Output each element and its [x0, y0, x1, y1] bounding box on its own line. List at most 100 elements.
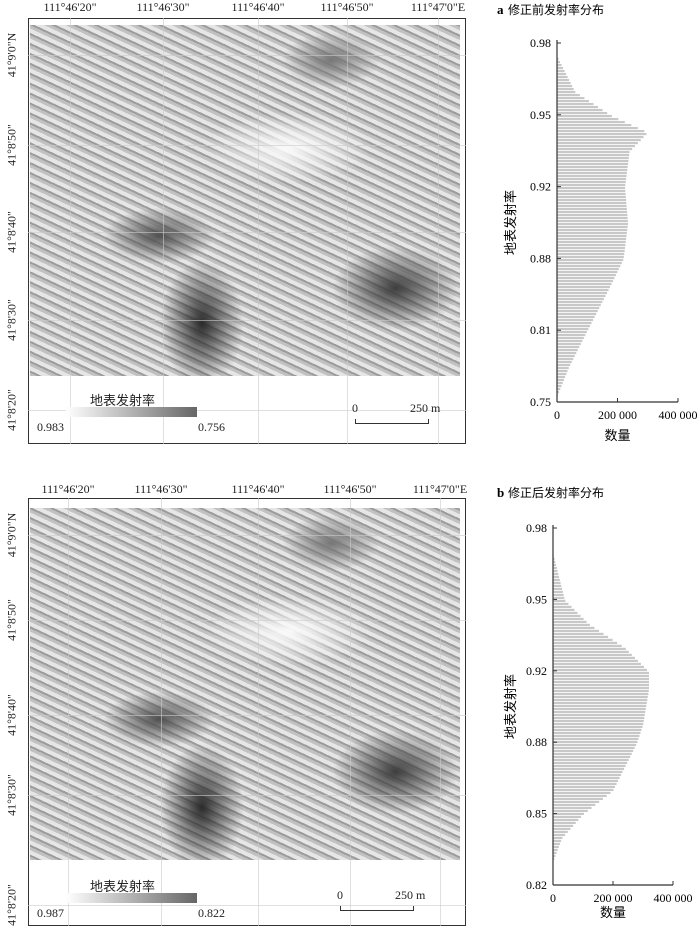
- y-tick-label: 0.98: [526, 521, 547, 535]
- histogram-bar: [553, 581, 561, 584]
- histogram-bar: [557, 150, 630, 154]
- histogram-bar: [553, 608, 575, 611]
- histogram-bar: [557, 309, 598, 313]
- x-tick-label: 0: [550, 891, 556, 905]
- histogram-bar: [557, 189, 626, 193]
- legend-max: 0.983: [37, 420, 64, 434]
- histogram-bar: [553, 743, 637, 746]
- gridline: [350, 498, 351, 926]
- emissivity-map: [30, 25, 460, 376]
- histogram-bar: [553, 698, 648, 701]
- histogram-bar: [553, 737, 639, 740]
- x-tick-label: 200 000: [598, 408, 637, 422]
- histogram-bar: [553, 686, 649, 689]
- x-tick-label: 400 000: [654, 891, 693, 905]
- y-axis-label: 地表发射率: [503, 674, 519, 739]
- histogram-bar: [553, 617, 584, 620]
- histogram-bar: [557, 135, 644, 139]
- histogram-bar: [553, 731, 641, 734]
- histogram-bar: [553, 665, 644, 668]
- histogram-bar: [553, 773, 622, 776]
- histogram-bar: [553, 740, 638, 743]
- histogram-bar: [557, 327, 589, 331]
- histogram-bar: [553, 635, 609, 638]
- histogram-bar: [557, 105, 599, 109]
- histogram-bar: [557, 165, 628, 169]
- histogram-bar: [553, 668, 647, 671]
- gridline: [161, 498, 162, 926]
- legend-min: 0.756: [198, 420, 225, 434]
- histogram-bar: [553, 719, 644, 722]
- chart-title: 修正后发射率分布: [508, 485, 604, 500]
- histogram-bar: [557, 153, 630, 157]
- histogram-bar: [557, 279, 613, 283]
- histogram-bar: [553, 725, 643, 728]
- chart-title: 修正前发射率分布: [508, 2, 604, 17]
- histogram-bar: [557, 231, 627, 235]
- gridline: [28, 55, 466, 56]
- y-tick-label: 0.82: [526, 878, 547, 892]
- histogram-bar: [553, 758, 629, 761]
- histogram-bar: [553, 809, 588, 812]
- gridline: [438, 18, 439, 444]
- histogram-bar: [557, 366, 569, 370]
- histogram-bar: [553, 722, 644, 725]
- gridline: [163, 18, 164, 444]
- histogram-bar: [557, 108, 603, 112]
- histogram-bar: [553, 575, 560, 578]
- histogram-bar: [557, 207, 627, 211]
- histogram-bar: [557, 381, 563, 385]
- histogram-bar: [553, 596, 565, 599]
- histogram-bar: [557, 174, 627, 178]
- scale-start: 0: [337, 888, 343, 902]
- gridline: [28, 410, 466, 411]
- histogram-bar: [557, 96, 585, 100]
- histogram-bar: [557, 159, 629, 163]
- histogram-bar: [553, 776, 620, 779]
- histogram-bar: [553, 824, 574, 827]
- y-tick-label: 0.95: [526, 592, 547, 606]
- histogram-bar: [553, 746, 635, 749]
- histogram-bar: [557, 261, 622, 265]
- legend-title: 地表发射率: [90, 393, 156, 408]
- histogram-bar: [557, 378, 564, 382]
- histogram-bar: [557, 195, 626, 199]
- histogram-bar: [553, 584, 562, 587]
- histogram-bar: [553, 854, 556, 857]
- y-tick-label: 0.92: [526, 664, 547, 678]
- histogram-bar: [553, 701, 647, 704]
- map-frame: [28, 498, 466, 926]
- histogram-bar: [557, 123, 632, 127]
- histogram-bar: [557, 291, 607, 295]
- longitude-label: 111°46'30": [134, 482, 188, 496]
- histogram-bar: [557, 303, 601, 307]
- histogram-bar: [557, 99, 589, 103]
- histogram-bar: [557, 117, 619, 121]
- histogram-bar: [557, 183, 626, 187]
- y-tick-label: 0.92: [530, 180, 551, 194]
- histogram-bar: [553, 704, 647, 707]
- histogram-bar: [553, 680, 649, 683]
- histogram-bar: [557, 315, 595, 319]
- x-tick-label: 0: [554, 408, 560, 422]
- gridline: [28, 145, 466, 146]
- y-tick-label: 0.81: [530, 323, 551, 337]
- histogram-bar: [553, 629, 599, 632]
- histogram-bar: [557, 354, 575, 358]
- histogram-bar: [557, 66, 564, 70]
- histogram-bar: [553, 572, 559, 575]
- histogram-bar: [557, 288, 609, 292]
- longitude-label: 111°47'0"E: [412, 482, 468, 496]
- histogram-bar: [553, 755, 631, 758]
- histogram-bar: [553, 557, 555, 560]
- histogram-bar: [553, 620, 587, 623]
- y-tick-label: 0.95: [530, 108, 551, 122]
- histogram-bar: [557, 234, 627, 238]
- histogram-bar: [557, 324, 590, 328]
- gridline: [28, 535, 466, 536]
- histogram-bar: [557, 90, 576, 94]
- histogram-bar: [553, 797, 603, 800]
- scale-end: 250 m: [395, 888, 426, 902]
- gridline: [28, 320, 466, 321]
